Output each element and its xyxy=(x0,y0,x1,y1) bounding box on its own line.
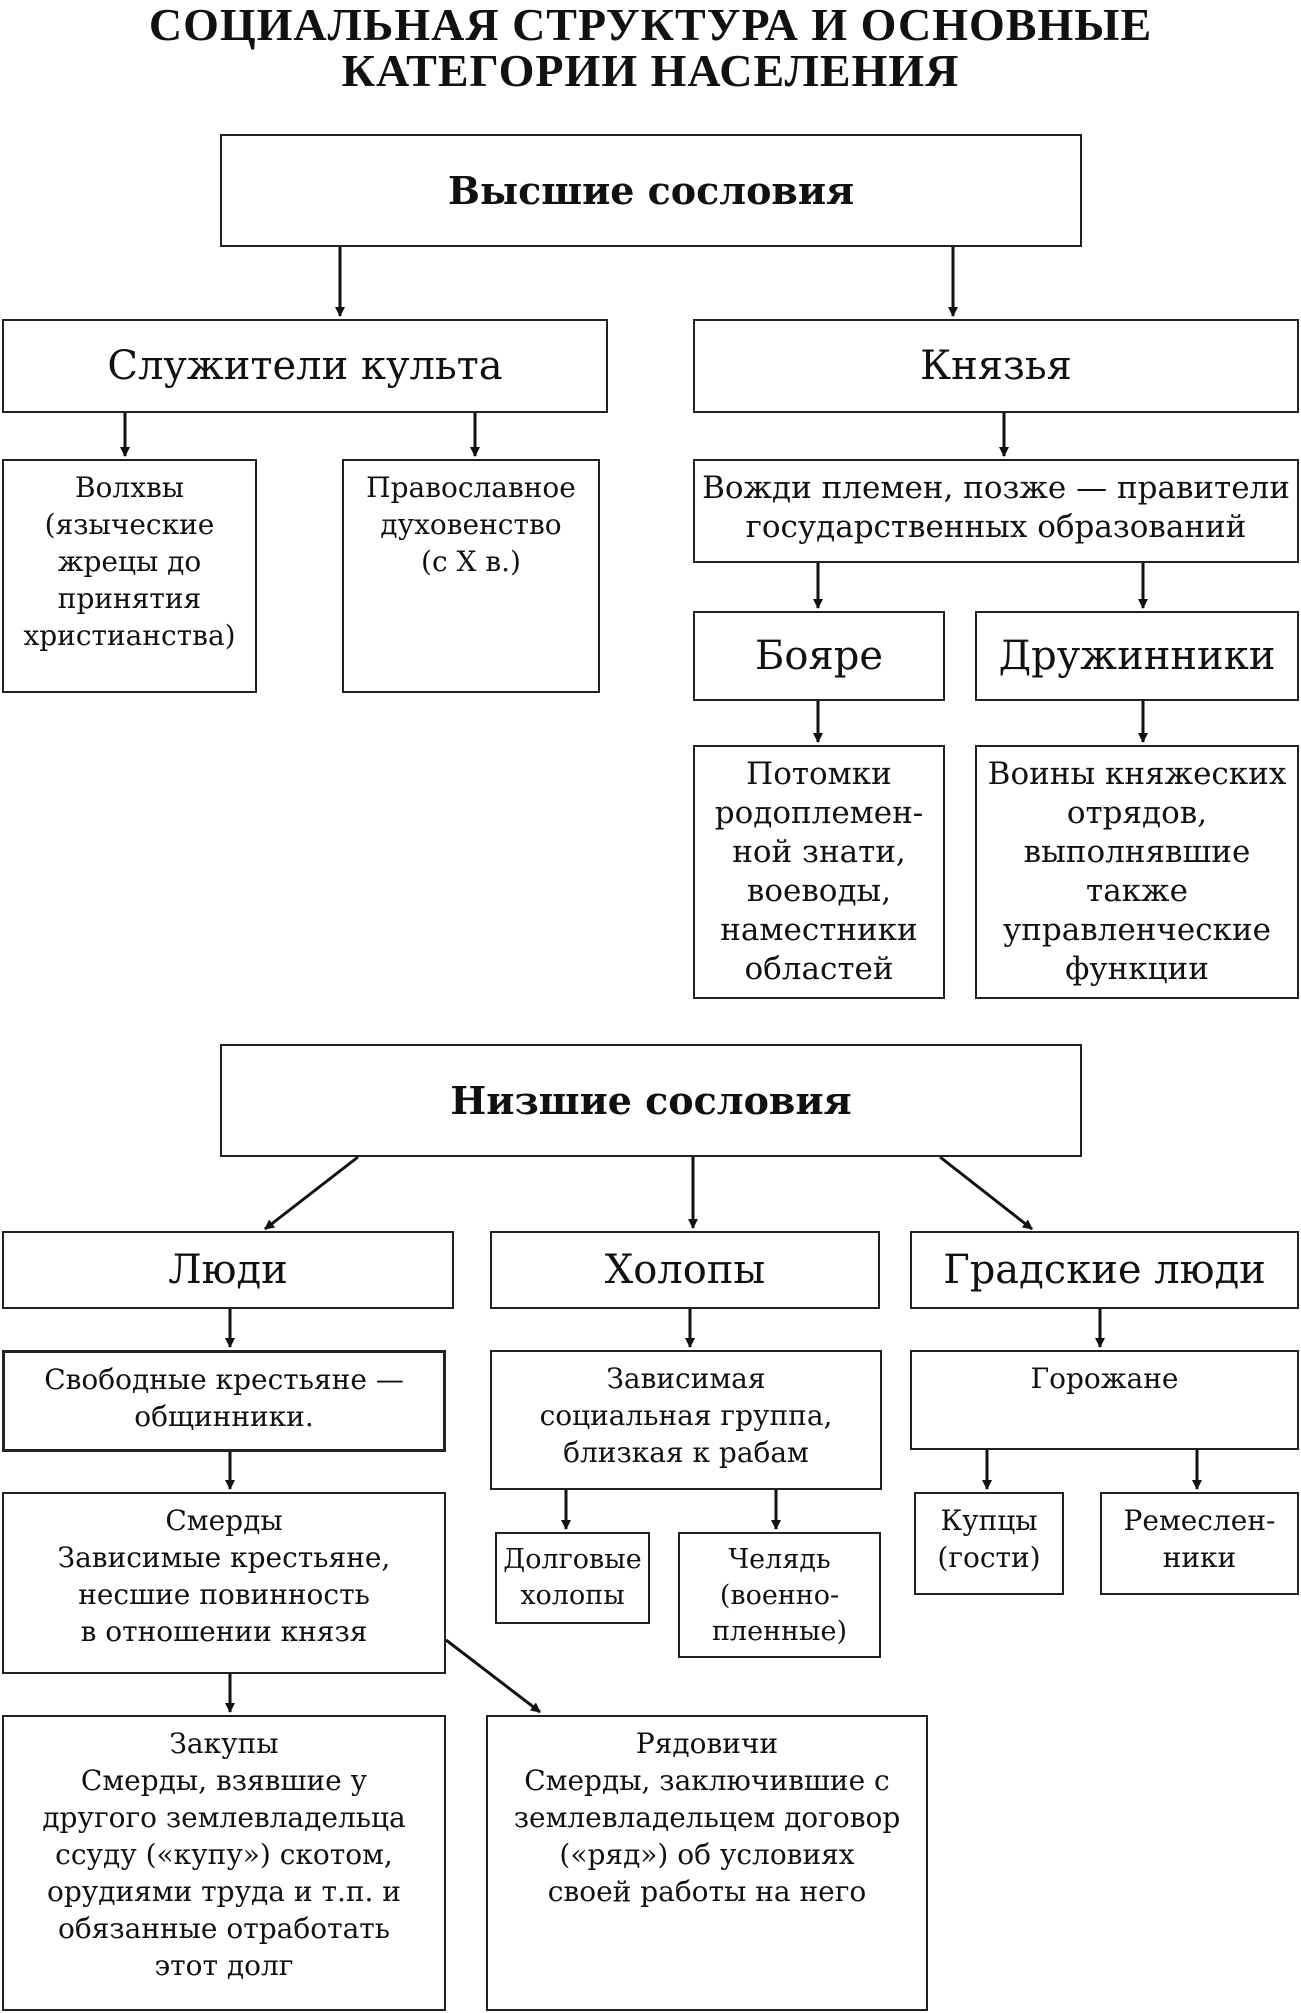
zakupy-text: Закупы Смерды, взявшие у другого землевл… xyxy=(42,1727,406,1982)
kholopy-box: Холопы xyxy=(490,1231,880,1309)
smerdy-text: Смерды Зависимые крестьяне, несшие повин… xyxy=(57,1504,391,1648)
free-peasants-text: Свободные крестьяне — общинники. xyxy=(44,1363,404,1433)
boyars-box: Бояре xyxy=(693,611,945,701)
kholopy-description-text: Зависимая социальная группа, близкая к р… xyxy=(539,1362,833,1469)
chelyad-box: Челядь (военно- пленные) xyxy=(678,1532,881,1658)
arrow-lower-to-people xyxy=(264,1155,359,1231)
people-label: Люди xyxy=(168,1247,288,1293)
princes-box: Князья xyxy=(693,319,1299,413)
boyars-description-text: Потомки родоплемен- ной знати, воеводы, … xyxy=(714,756,924,987)
town-people-label: Градские люди xyxy=(943,1247,1266,1293)
smerdy-box: Смерды Зависимые крестьяне, несшие повин… xyxy=(2,1492,446,1674)
cult-servants-box: Служители культа xyxy=(2,319,608,413)
orthodox-clergy-box: Православное духовенство (с X в.) xyxy=(342,459,600,693)
zakupy-box: Закупы Смерды, взявшие у другого землевл… xyxy=(2,1715,446,2011)
citizens-text: Горожане xyxy=(1030,1362,1179,1395)
ryadovichi-box: Рядовичи Смерды, заключившие с землевлад… xyxy=(486,1715,928,2011)
upper-estates-box: Высшие сословия xyxy=(220,134,1082,247)
princes-description-box: Вожди племен, позже — правители государс… xyxy=(693,459,1299,563)
druzhinniki-description-text: Воины княжеских отрядов, выполнявшие так… xyxy=(987,756,1287,987)
princes-description-text: Вожди племен, позже — правители государс… xyxy=(702,470,1290,545)
debt-kholopy-text: Долговые холопы xyxy=(503,1544,642,1611)
free-peasants-box: Свободные крестьяне — общинники. xyxy=(2,1350,446,1452)
ryadovichi-text: Рядовичи Смерды, заключившие с землевлад… xyxy=(513,1727,901,1908)
lower-estates-box: Низшие сословия xyxy=(220,1044,1082,1157)
artisans-box: Ремеслен- ники xyxy=(1100,1492,1299,1595)
cult-servants-label: Служители культа xyxy=(107,343,503,389)
druzhinniki-box: Дружинники xyxy=(975,611,1299,701)
druzhinniki-description-box: Воины княжеских отрядов, выполнявшие так… xyxy=(975,745,1299,999)
page-title-line2: КАТЕГОРИИ НАСЕЛЕНИЯ xyxy=(341,45,960,96)
volkhvy-box: Волхвы (языческие жрецы до принятия хрис… xyxy=(2,459,257,693)
upper-estates-label: Высшие сословия xyxy=(447,168,855,213)
kholopy-description-box: Зависимая социальная группа, близкая к р… xyxy=(490,1350,882,1490)
debt-kholopy-box: Долговые холопы xyxy=(495,1532,650,1624)
merchants-box: Купцы (гости) xyxy=(914,1492,1064,1595)
druzhinniki-label: Дружинники xyxy=(998,633,1276,679)
boyars-description-box: Потомки родоплемен- ной знати, воеводы, … xyxy=(693,745,945,999)
kholopy-label: Холопы xyxy=(604,1247,766,1293)
boyars-label: Бояре xyxy=(755,633,883,679)
orthodox-clergy-text: Православное духовенство (с X в.) xyxy=(366,471,576,578)
merchants-text: Купцы (гости) xyxy=(937,1504,1041,1574)
volkhvy-text: Волхвы (языческие жрецы до принятия хрис… xyxy=(23,471,236,652)
chelyad-text: Челядь (военно- пленные) xyxy=(711,1544,848,1647)
people-box: Люди xyxy=(2,1231,454,1309)
lower-estates-label: Низшие сословия xyxy=(450,1078,852,1123)
arrow-lower-to-town xyxy=(939,1155,1033,1231)
arrow-smerdy-to-ryadovichi xyxy=(445,1638,541,1714)
citizens-box: Горожане xyxy=(910,1350,1299,1450)
town-people-box: Градские люди xyxy=(910,1231,1299,1309)
artisans-text: Ремеслен- ники xyxy=(1123,1504,1276,1574)
page-title-line1: СОЦИАЛЬНАЯ СТРУКТУРА И ОСНОВНЫЕ xyxy=(148,0,1153,50)
princes-label: Князья xyxy=(920,343,1072,389)
